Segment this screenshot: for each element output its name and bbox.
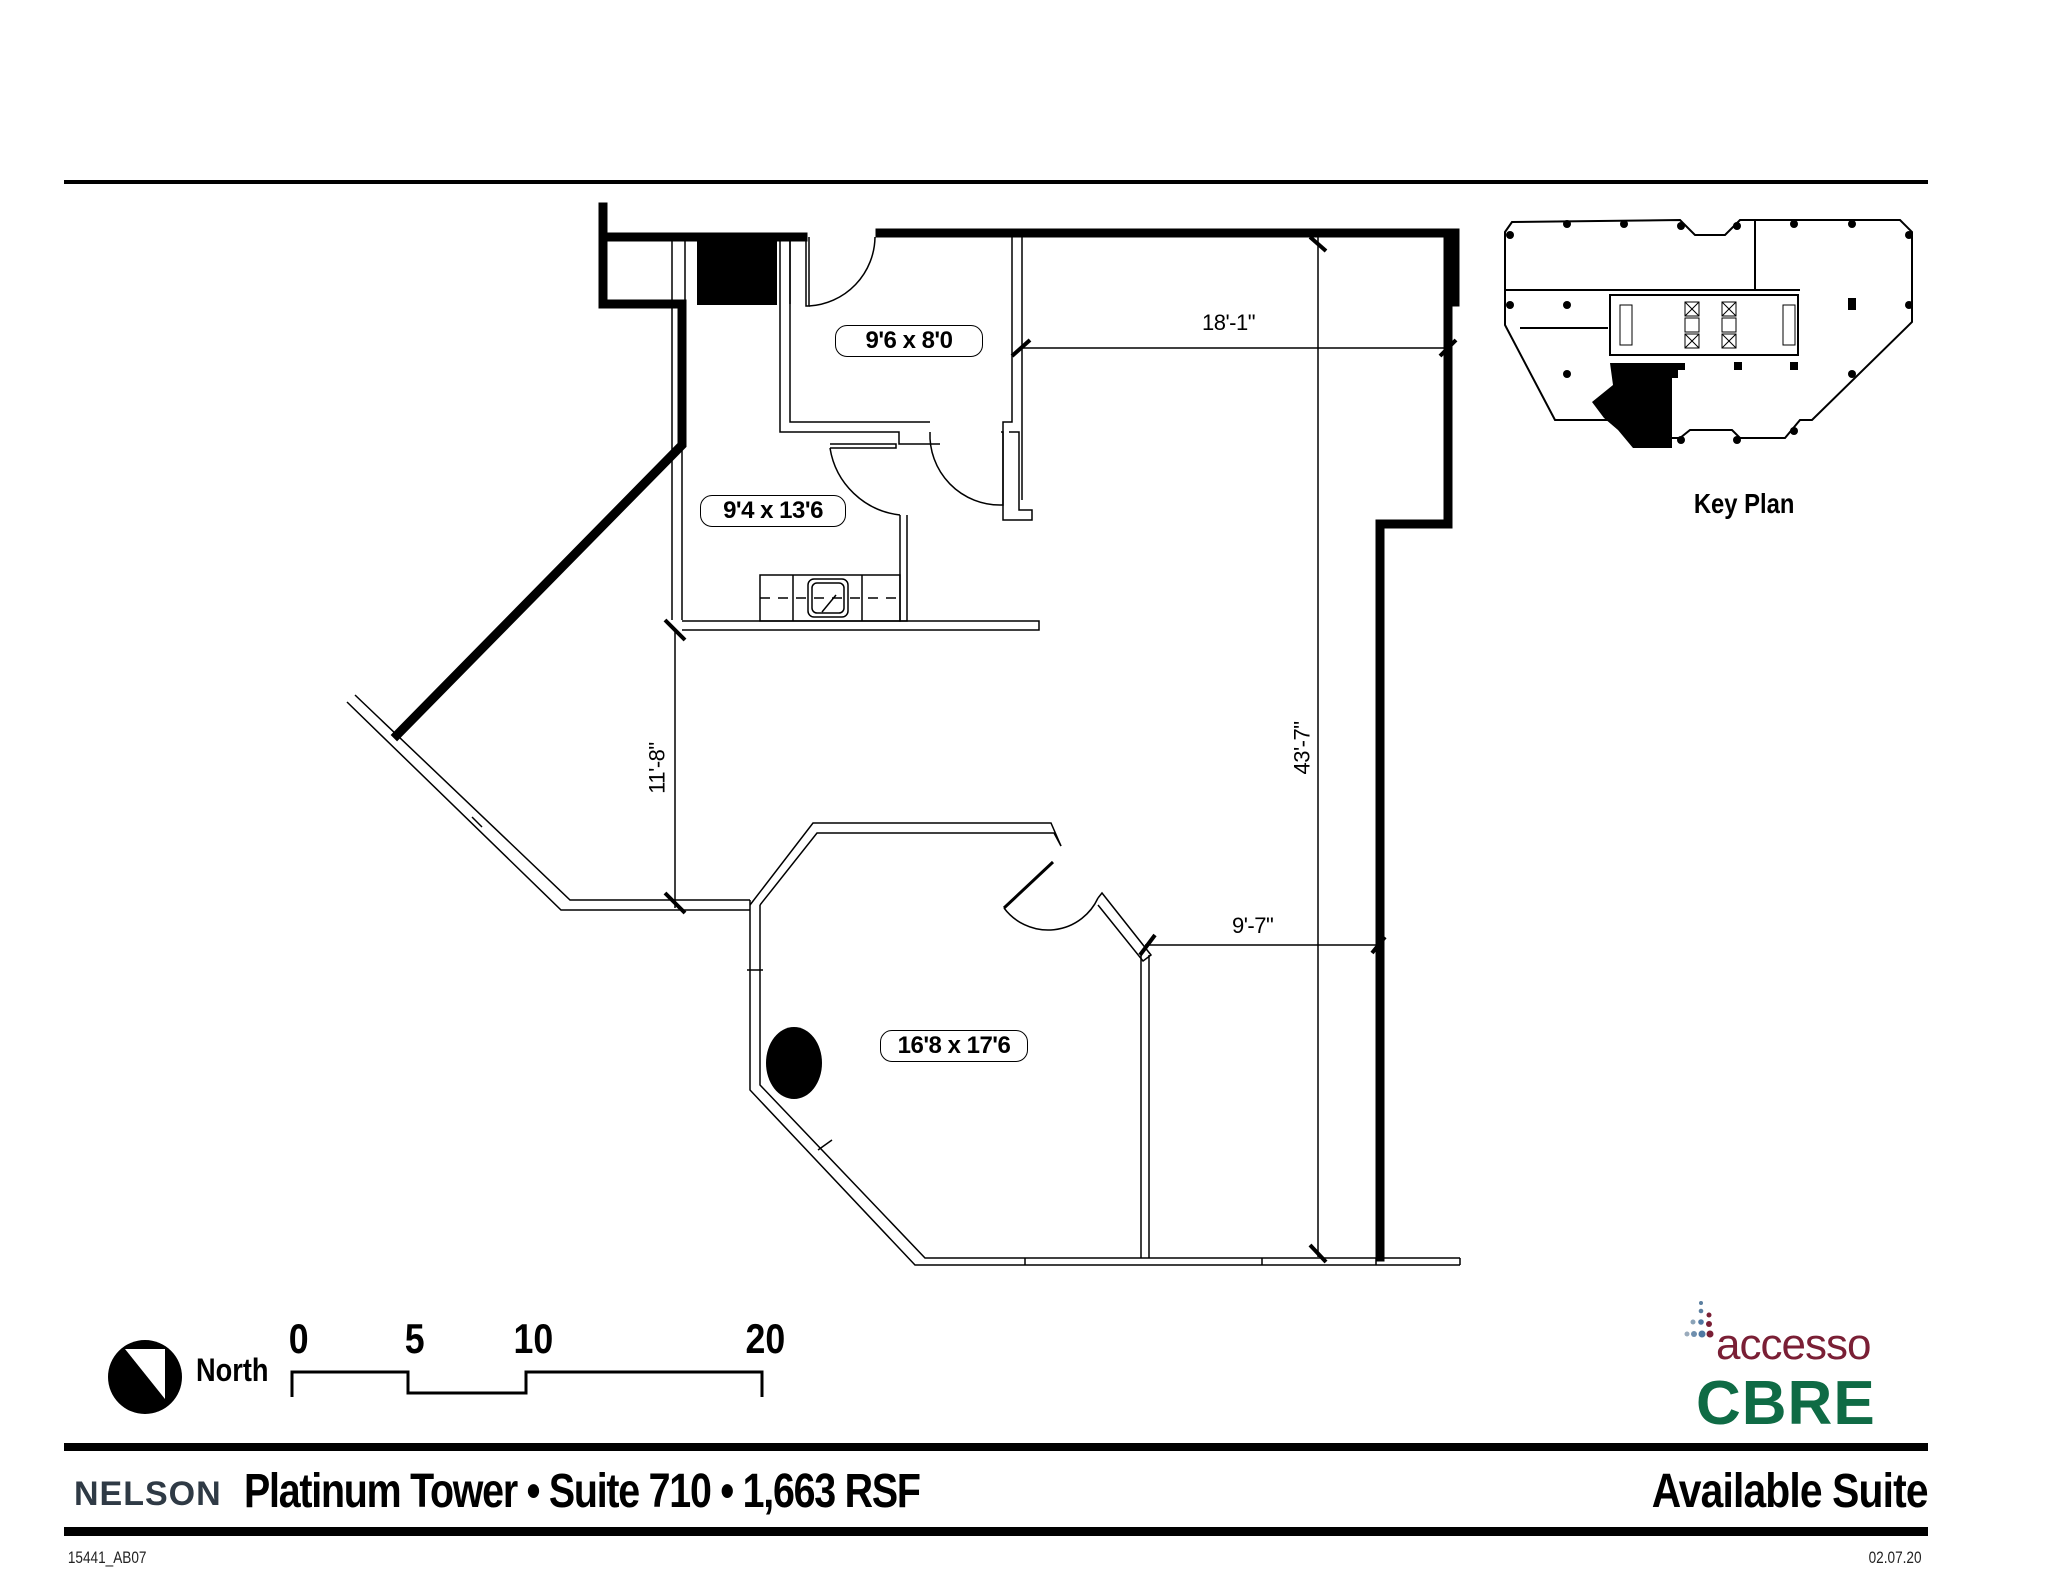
document-code: 15441_AB07 [67,1548,147,1567]
title-bottom-rule [64,1527,1928,1536]
document-date: 02.07.20 [1868,1548,1922,1567]
scale-tick-20: 20 [745,1315,786,1362]
nelson-logo: NELSON [74,1475,222,1513]
scale-tick-0: 0 [288,1315,309,1362]
key-plan-diagram [1504,218,1913,448]
document-title: Platinum Tower • Suite 710 • 1,663 RSF [244,1465,921,1518]
scale-tick-5: 5 [404,1315,425,1362]
dimension-top-width: 18'-1" [1202,310,1256,335]
accesso-logo: accesso [1716,1320,1871,1369]
cbre-logo: CBRE [1696,1369,1876,1438]
accesso-dots-icon [1684,1301,1714,1338]
room-label-corner-office: 16'8 x 17'6 [880,1030,1028,1062]
room-label-kitchen: 9'4 x 13'6 [700,495,846,527]
scale-bar [290,1370,764,1397]
dimension-left-height: 11'-8" [644,742,670,794]
north-arrow-icon [108,1340,182,1414]
top-rule [64,180,1928,184]
title-top-rule [64,1443,1928,1451]
availability-status: Available Suite [1652,1465,1929,1518]
dimension-right-height: 43'-7" [1289,721,1315,775]
north-label: North [196,1352,269,1388]
scale-tick-10: 10 [513,1315,554,1362]
dimension-lower-width: 9'-7" [1232,913,1274,938]
key-plan-label: Key Plan [1693,488,1795,519]
room-label-small-office: 9'6 x 8'0 [835,325,983,357]
